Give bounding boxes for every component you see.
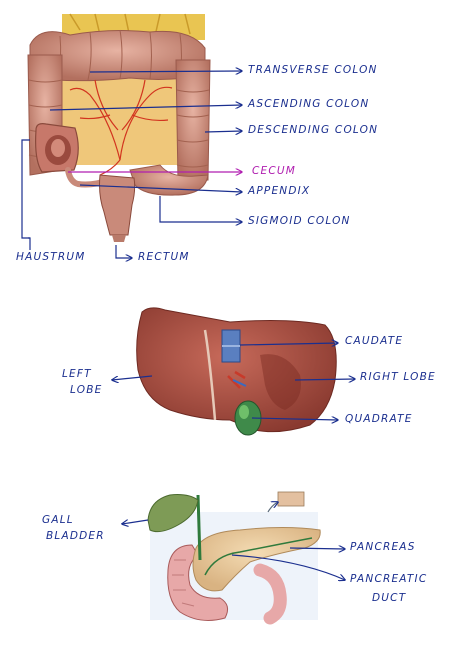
label-descending-colon: DESCENDING COLON <box>248 124 379 136</box>
large-intestine-illustration <box>27 13 211 242</box>
label-gall-line1: GALL <box>42 514 74 526</box>
label-transverse-colon: TRANSVERSE COLON <box>248 64 378 76</box>
pancreas-shape <box>192 527 321 592</box>
intestine-leaders <box>21 71 242 258</box>
pancreas-leaders <box>122 519 345 580</box>
duodenum-shape <box>167 544 229 621</box>
gallbladder-shape <box>147 494 199 533</box>
rectum-shape <box>99 174 136 236</box>
label-sigmoid-colon: SIGMOID COLON <box>248 215 351 227</box>
liver-illustration <box>136 307 337 436</box>
pancreas-illustration <box>147 491 321 625</box>
label-rectum: RECTUM <box>138 251 190 263</box>
label-caudate: CAUDATE <box>345 335 404 347</box>
label-right-lobe: RIGHT LOBE <box>360 371 436 383</box>
label-pancreatic-duct-line1: PANCREATIC <box>350 573 428 585</box>
label-left-lobe-line2: LOBE <box>70 384 103 396</box>
transverse-colon-shape <box>29 30 206 82</box>
label-left-lobe-line1: LEFT <box>62 368 92 380</box>
label-pancreatic-duct-line2: DUCT <box>372 592 407 604</box>
mesentery-center <box>60 70 180 165</box>
label-quadrate: QUADRATE <box>345 413 413 425</box>
pancreatic-duct-shape <box>204 537 313 576</box>
liver-leaders <box>112 343 355 420</box>
inset-thumbnail <box>277 491 305 507</box>
label-appendix: APPENDIX <box>248 185 311 197</box>
label-ascending-colon: ASCENDING COLON <box>248 98 370 110</box>
descending-colon-shape <box>175 59 211 183</box>
label-pancreas: PANCREAS <box>350 541 416 553</box>
label-haustrum: HAUSTRUM <box>16 251 86 263</box>
label-gall-line2: BLADDER <box>46 530 105 542</box>
liver-shape <box>136 307 337 433</box>
label-cecum: CECUM <box>252 165 297 177</box>
